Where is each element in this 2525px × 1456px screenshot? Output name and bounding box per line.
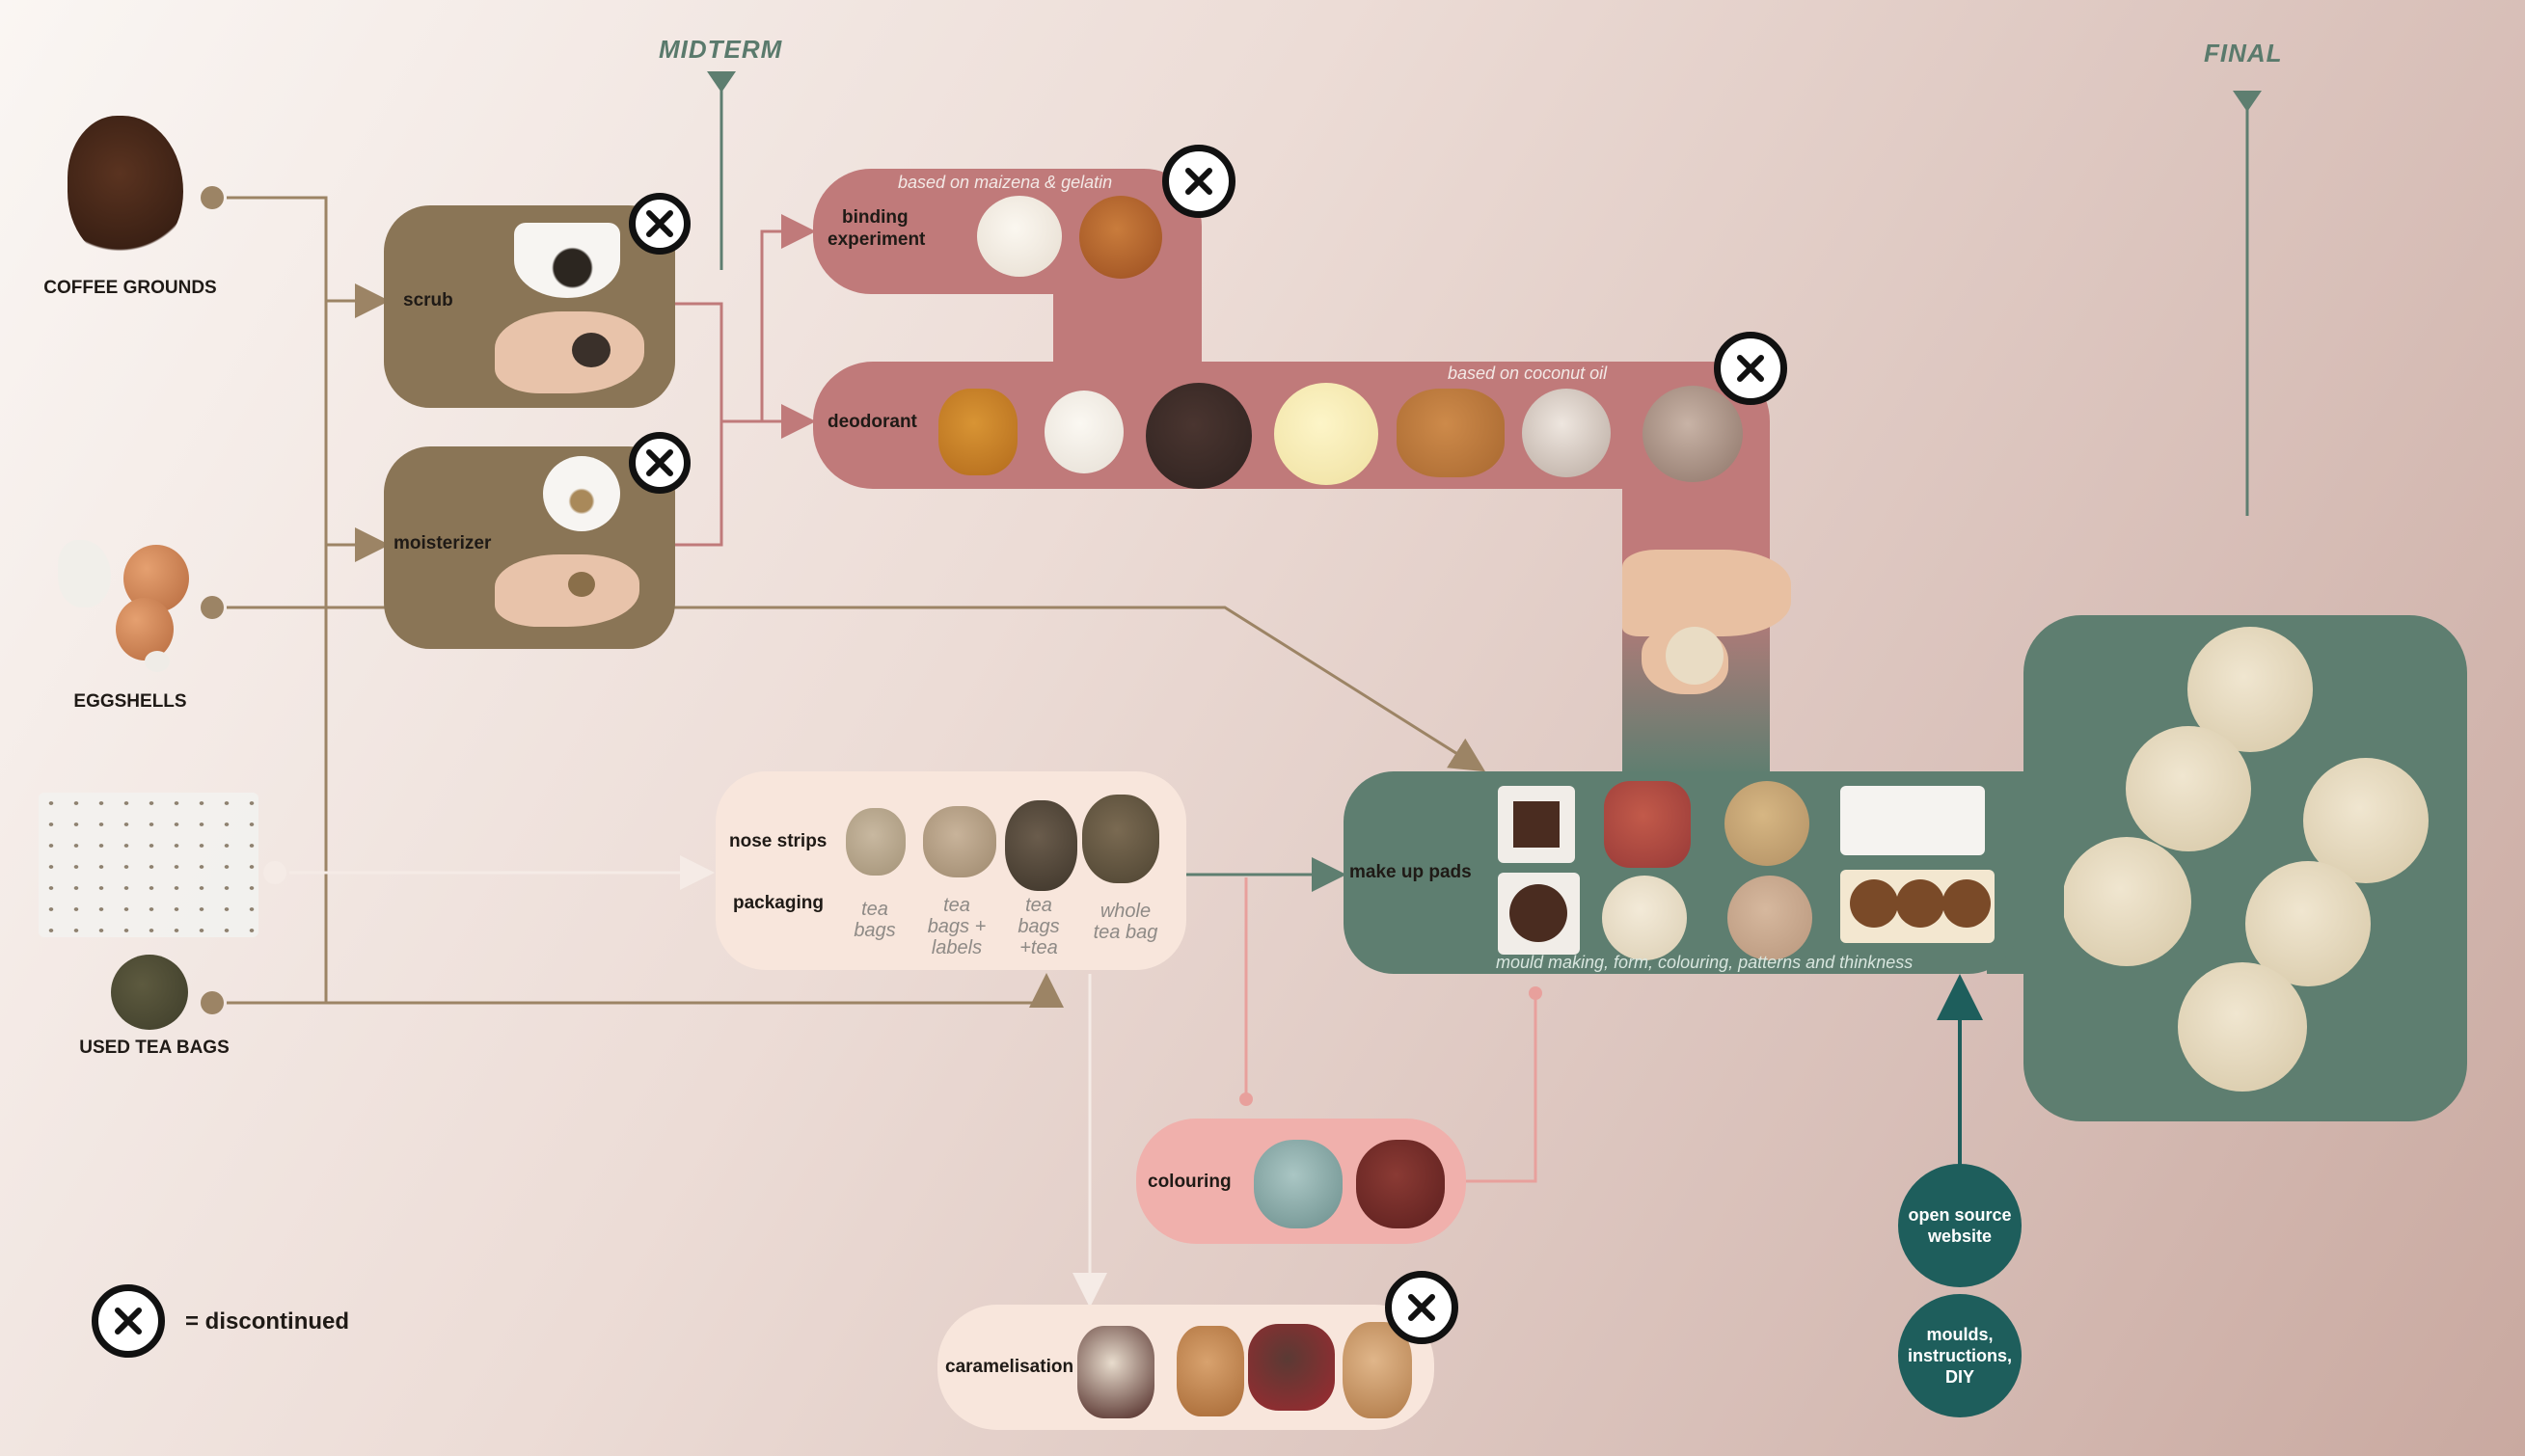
colouring-sample-red [1356,1140,1445,1228]
nose-sample-3 [1005,800,1077,891]
midterm-label: MIDTERM [659,35,783,64]
eggshells-source: EGGSHELLS [48,535,212,713]
caramel-sample-1 [1077,1326,1154,1418]
caramel-sample-3 [1248,1324,1335,1411]
caramelisation-label: caramelisation [945,1357,1074,1377]
final-label: FINAL [2204,39,2283,67]
binding-sample-orange [1079,196,1162,279]
coffee-source: COFFEE GROUNDS [29,116,231,299]
makeup-pad-beige [1727,876,1812,960]
eggshells-image [48,535,212,680]
deo-sample-6 [1522,389,1611,477]
deo-sample-5 [1397,389,1505,477]
deo-sample-4 [1274,383,1378,485]
makeup-label: make up pads [1349,862,1472,882]
scrub-hand-image [495,311,644,393]
rose-mid [721,214,816,423]
mould-square-image [1498,786,1575,863]
coffee-image [68,116,183,260]
mould-triple-image [1840,786,1985,855]
final-pad-5 [2245,861,2371,986]
moulds-instructions-diy-button[interactable]: moulds,instructions,DIY [1898,1294,2022,1417]
binding-discontinued-icon [1162,145,1235,218]
moisterizer-hand-image [495,554,639,627]
nose-sample-1 [846,808,906,876]
colouring-out [1456,993,1537,1183]
makeup-note: mould making, form, colouring, patterns … [1496,953,1914,972]
deodorant-to-makeup-column [1622,487,1791,776]
tea-line [227,973,1064,1008]
mould-round-image [1498,873,1580,955]
colouring-sample-blue [1254,1140,1343,1228]
final-panel [2023,615,2467,1121]
moisterizer-label: moisterizer [394,533,492,553]
scrub-cup-image [514,223,620,298]
packaging-label: packaging [733,893,824,913]
tea-leaves-image [111,955,188,1030]
final-pad-6 [2178,962,2307,1092]
deodorant-label: deodorant [828,412,917,432]
binding-sample-white [977,196,1062,277]
makeup-pad-tan [1724,781,1809,866]
caramelisation-discontinued-icon [1385,1271,1458,1344]
nose-sample-2 [923,806,996,877]
final-marker [2233,91,2262,112]
colouring-panel: colouring [1136,1119,1466,1244]
scrub-panel: scrub [384,205,675,408]
midterm-marker [707,71,736,93]
binding-label-line1: binding [842,207,909,228]
deo-sample-2 [1045,391,1124,473]
rose-split [675,302,723,547]
coffee-line [227,196,328,1003]
moisterizer-cup-image [543,456,620,531]
scrub-label: scrub [403,290,453,310]
tea-source: USED TEA BAGS [72,955,236,1059]
makeup-panel: make up pads mould making, form, colouri… [1344,771,2019,974]
deo-sample-1 [938,389,1018,475]
deodorant-discontinued-icon [1714,332,1787,405]
legend-discontinued-icon [92,1284,165,1358]
mould-triple-filled-image [1840,870,1995,943]
moisterizer-discontinued-icon [629,432,691,494]
coffee-label: COFFEE GROUNDS [43,278,217,298]
caramelisation-panel: caramelisation [937,1305,1434,1430]
deo-sample-7 [1643,386,1743,482]
hand-pad-image [1642,627,1728,694]
legend-text: = discontinued [185,1308,350,1335]
moisterizer-panel: moisterizer [384,446,675,649]
deo-sample-3 [1146,383,1252,489]
nose-strips-label: nose strips [729,831,828,851]
binding-note: based on maizena & gelatin [898,173,1113,192]
makeup-pad-red [1604,781,1691,868]
scrub-discontinued-icon [629,193,691,255]
caramel-sample-2 [1177,1326,1244,1416]
tea-paper-image [39,793,258,937]
deodorant-note: based on coconut oil [1448,364,1608,383]
final-pad-3 [2062,837,2191,966]
final-pad-2 [2126,726,2251,851]
binding-panel: based on maizena & gelatin binding exper… [813,169,1202,294]
nose-sample-4 [1082,795,1159,883]
arm-pad-image [1622,550,1791,636]
eggshells-label: EGGSHELLS [73,691,187,712]
tea-label: USED TEA BAGS [79,1038,230,1058]
deodorant-panel: based on coconut oil deodorant [813,362,1770,489]
makeup-pad-cream [1602,876,1687,960]
colouring-label: colouring [1148,1172,1232,1192]
binding-label-line2: experiment [828,229,926,250]
